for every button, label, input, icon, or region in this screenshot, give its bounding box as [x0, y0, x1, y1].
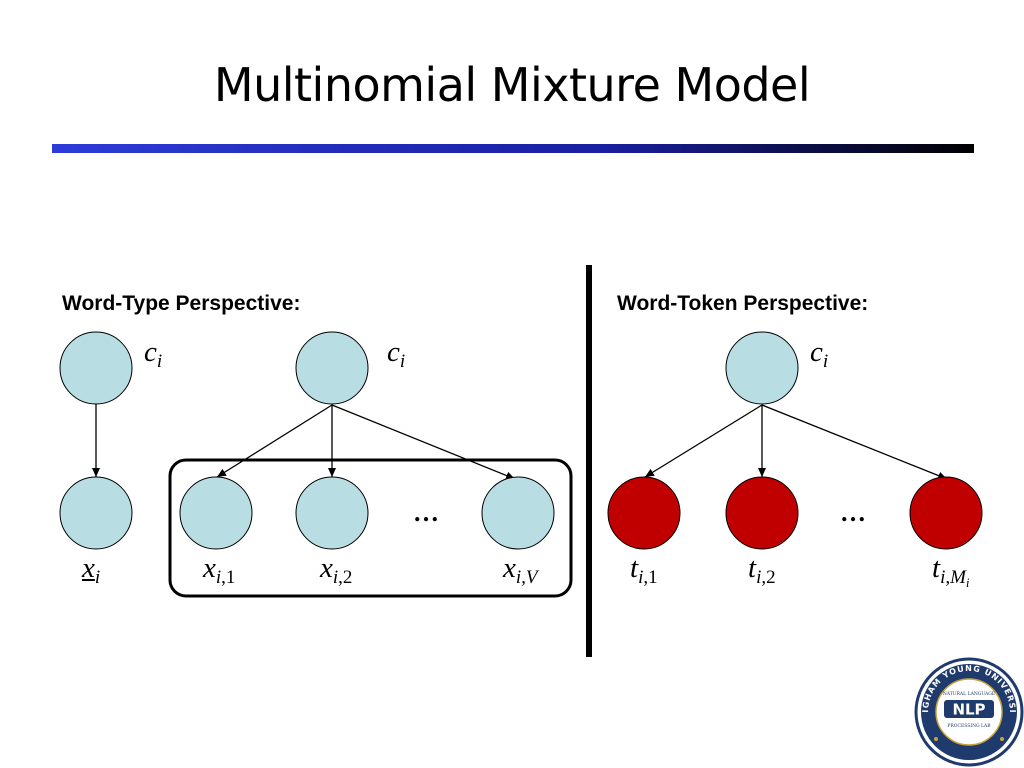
slide-title: Multinomial Mixture Model — [213, 58, 811, 112]
label-t2: ti,2 — [748, 552, 776, 588]
node-c-token — [725, 331, 799, 405]
edge-c-to-xV — [331, 404, 516, 480]
byu-nlp-lab-logo: BRIGHAM YOUNG UNIVERSITY NATURAL LANGUAG… — [914, 657, 1024, 767]
node-t1 — [607, 476, 681, 550]
logo-top-text: NATURAL LANGUAGE — [943, 691, 995, 697]
plate-ellipsis: … — [413, 498, 439, 527]
node-t2 — [725, 476, 799, 550]
node-tM — [909, 476, 983, 550]
node-x-single — [59, 476, 133, 550]
label-c-single: ci — [144, 336, 163, 372]
logo-bottom-text: PROCESSING LAB — [947, 723, 991, 729]
label-c-token: ci — [810, 336, 829, 372]
title-underline-bar — [52, 144, 974, 153]
node-xV — [481, 476, 555, 550]
token-ellipsis: … — [840, 498, 866, 527]
label-xV: xi,V — [503, 552, 538, 588]
edge-c-to-x1 — [216, 404, 333, 478]
node-c-single — [59, 331, 133, 405]
edge-c-to-t1 — [644, 404, 763, 478]
label-c-plate: ci — [387, 336, 406, 372]
node-c-plate — [295, 331, 369, 405]
label-x2: xi,2 — [320, 552, 353, 588]
logo-nlp-text: NLP — [952, 701, 985, 719]
node-x2 — [295, 476, 369, 550]
plate-box — [168, 458, 573, 598]
word-type-heading: Word-Type Perspective: — [62, 292, 301, 315]
label-t1: ti,1 — [630, 552, 658, 588]
label-tM: ti,Mi — [932, 552, 970, 590]
word-token-heading: Word-Token Perspective: — [617, 292, 869, 315]
label-x1: xi,1 — [203, 552, 236, 588]
node-x1 — [179, 476, 253, 550]
label-x-single: xi — [82, 552, 101, 588]
edge-c-to-tM — [761, 404, 948, 480]
